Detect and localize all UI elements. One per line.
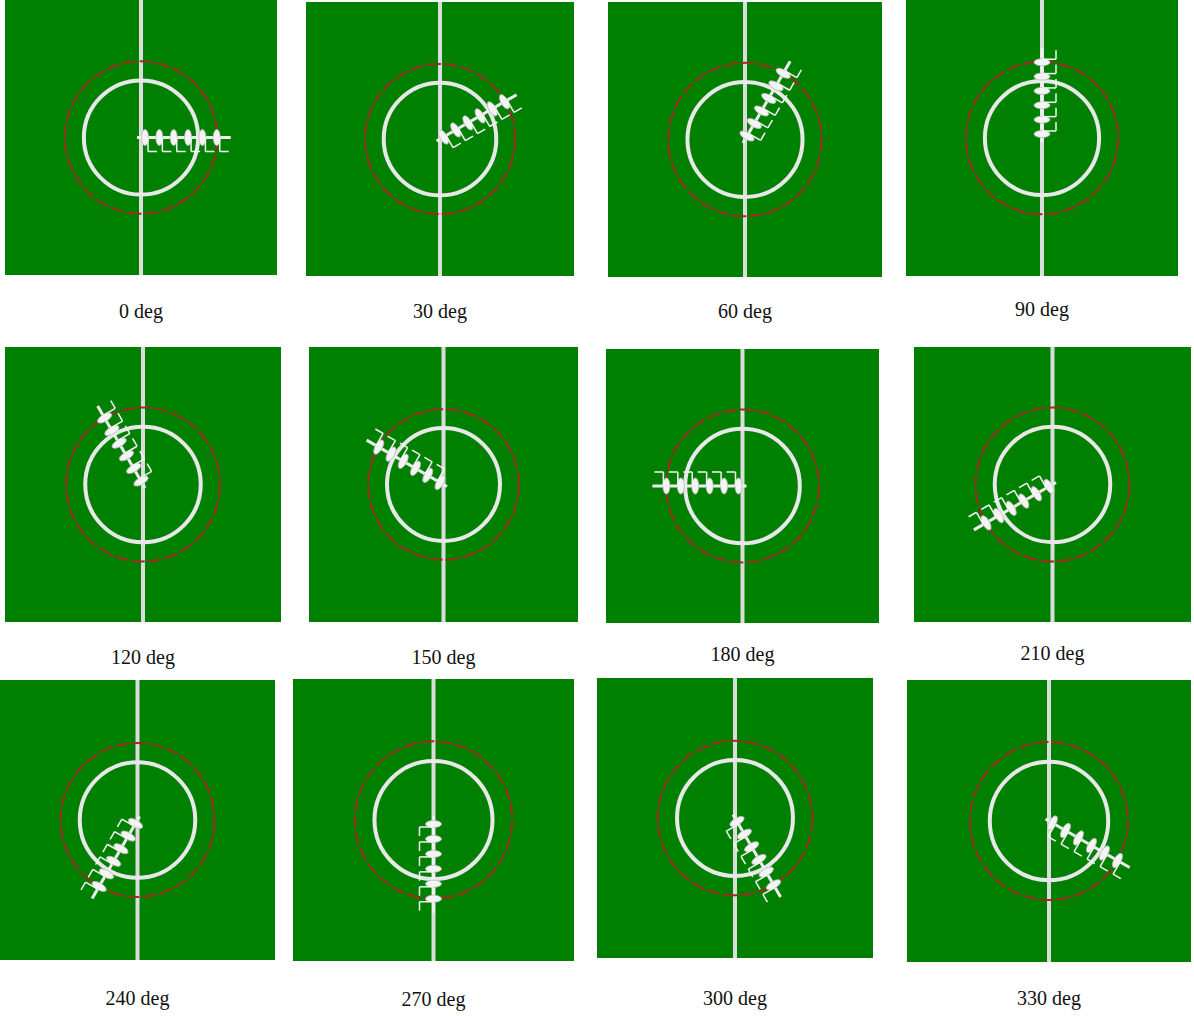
- ground: [914, 347, 1191, 622]
- angle-label: 330 deg: [1017, 987, 1081, 1010]
- insulator-rod: [1039, 812, 1134, 880]
- ground: [309, 347, 578, 622]
- insulator-rod: [420, 816, 442, 913]
- insulator-rod: [91, 399, 157, 492]
- angle-label: 150 deg: [412, 646, 476, 669]
- view-panel: [0, 680, 275, 960]
- insulator-rod: [736, 57, 802, 150]
- angle-label: 120 deg: [111, 646, 175, 669]
- view-panel: [907, 680, 1191, 962]
- ground: [907, 680, 1191, 962]
- angle-label: 270 deg: [402, 988, 466, 1011]
- insulator-rod: [652, 472, 746, 494]
- view-panel: [597, 678, 873, 958]
- ground: [5, 347, 281, 622]
- view-panel: [5, 0, 277, 275]
- angle-label: 0 deg: [119, 300, 163, 323]
- ground: [606, 349, 879, 623]
- insulator-rod: [433, 88, 524, 153]
- angle-label: 210 deg: [1021, 642, 1085, 665]
- view-panel: [914, 347, 1191, 622]
- insulator-rod: [967, 470, 1060, 536]
- view-panel: [309, 347, 578, 622]
- ground: [0, 680, 275, 960]
- ground: [306, 2, 574, 276]
- view-panel: [606, 349, 879, 623]
- ground: [5, 0, 277, 275]
- ground: [608, 2, 882, 277]
- center-line: [1040, 0, 1044, 276]
- view-panel: [608, 2, 882, 277]
- angle-label: 30 deg: [413, 300, 467, 323]
- angle-label: 180 deg: [711, 643, 775, 666]
- angle-label: 300 deg: [703, 987, 767, 1010]
- view-panel: [306, 2, 574, 276]
- insulator-rod: [137, 130, 231, 152]
- view-panel: [293, 679, 574, 961]
- view-panel: [906, 0, 1178, 276]
- angle-label: 60 deg: [718, 300, 772, 323]
- ground: [597, 678, 873, 958]
- ground: [906, 0, 1178, 276]
- insulator-rod: [1034, 48, 1056, 142]
- insulator-rod: [80, 810, 146, 903]
- angle-label: 90 deg: [1015, 298, 1069, 321]
- ground: [293, 679, 574, 961]
- center-line: [432, 679, 436, 961]
- view-panel: [5, 347, 281, 622]
- insulator-rod: [363, 428, 454, 493]
- insulator-rod: [721, 811, 788, 904]
- angle-label: 240 deg: [106, 987, 170, 1010]
